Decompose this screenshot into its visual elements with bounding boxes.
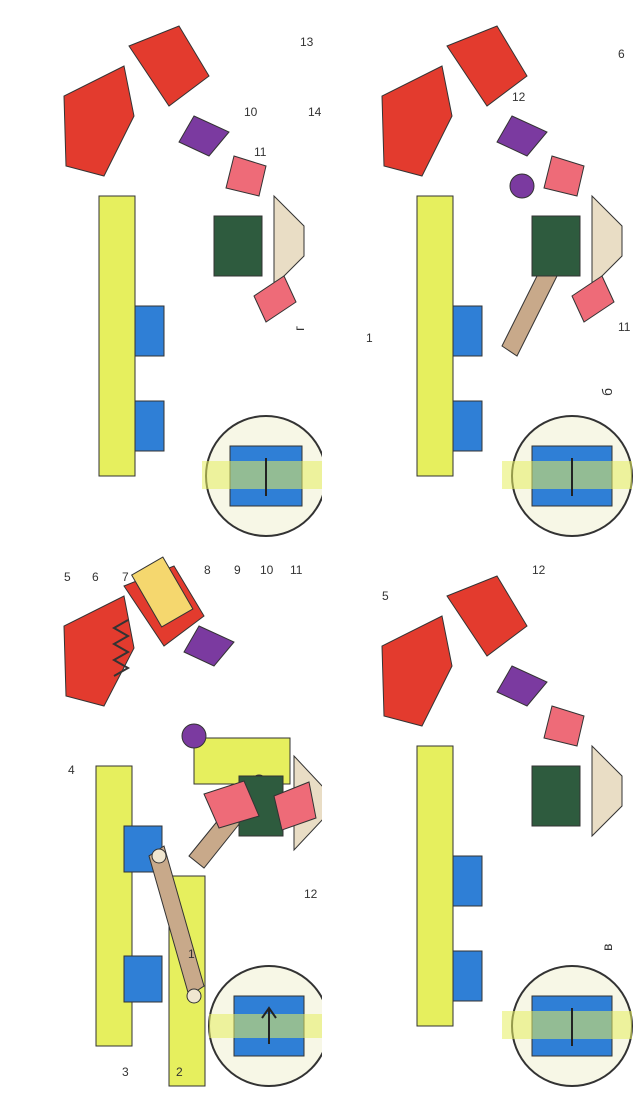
panel-a: 3 2 1 4 5 6 7 8 9 10 11 12 а [4,556,322,1112]
callout-5: 5 [64,570,71,584]
pink-levers [203,780,317,831]
spring [111,619,131,677]
callout-g-10: 10 [244,105,258,119]
callout-6: 6 [92,570,99,584]
callout-12: 12 [304,887,318,901]
callout-g-11: 11 [254,145,267,159]
cam [181,625,235,749]
panel-b: 1 6 11 12 б [322,6,638,556]
callout-1: 1 [188,947,195,961]
panel-label-g: г [291,326,307,331]
callout-9: 9 [234,563,241,577]
callout-b-11: 11 [618,320,631,334]
callouts: 3 2 1 4 5 6 7 8 9 10 11 12 [64,563,318,1079]
panel-label-v: в [599,944,615,951]
mechanism-diagram-v: 5 12 в [381,563,633,1087]
callout-2: 2 [176,1065,183,1079]
mechanism-diagram-a: 3 2 1 4 5 6 7 8 9 10 11 12 а [63,556,322,1087]
callout-g-14: 14 [308,105,322,119]
panel-v: 5 12 в [322,556,638,1112]
callout-7: 7 [122,570,129,584]
callout-b-6: 6 [618,47,625,61]
mechanism-diagram-g: 13 14 10 11 г [63,25,322,537]
callout-8: 8 [204,563,211,577]
callout-v-12: 12 [532,563,546,577]
magnified-detail [208,965,322,1087]
callout-4: 4 [68,763,75,777]
callout-v-5: 5 [382,589,389,603]
callout-b-1: 1 [366,331,373,345]
callout-3: 3 [122,1065,129,1079]
panel-label-b: б [599,388,615,396]
housing [63,556,205,707]
callout-g-13: 13 [300,35,314,49]
mechanism-diagram-b: 1 6 11 12 б [366,25,633,537]
panel-g: 13 14 10 11 г [4,6,322,556]
callout-11: 11 [290,563,303,577]
callout-10: 10 [260,563,274,577]
callout-b-12: 12 [512,90,526,104]
